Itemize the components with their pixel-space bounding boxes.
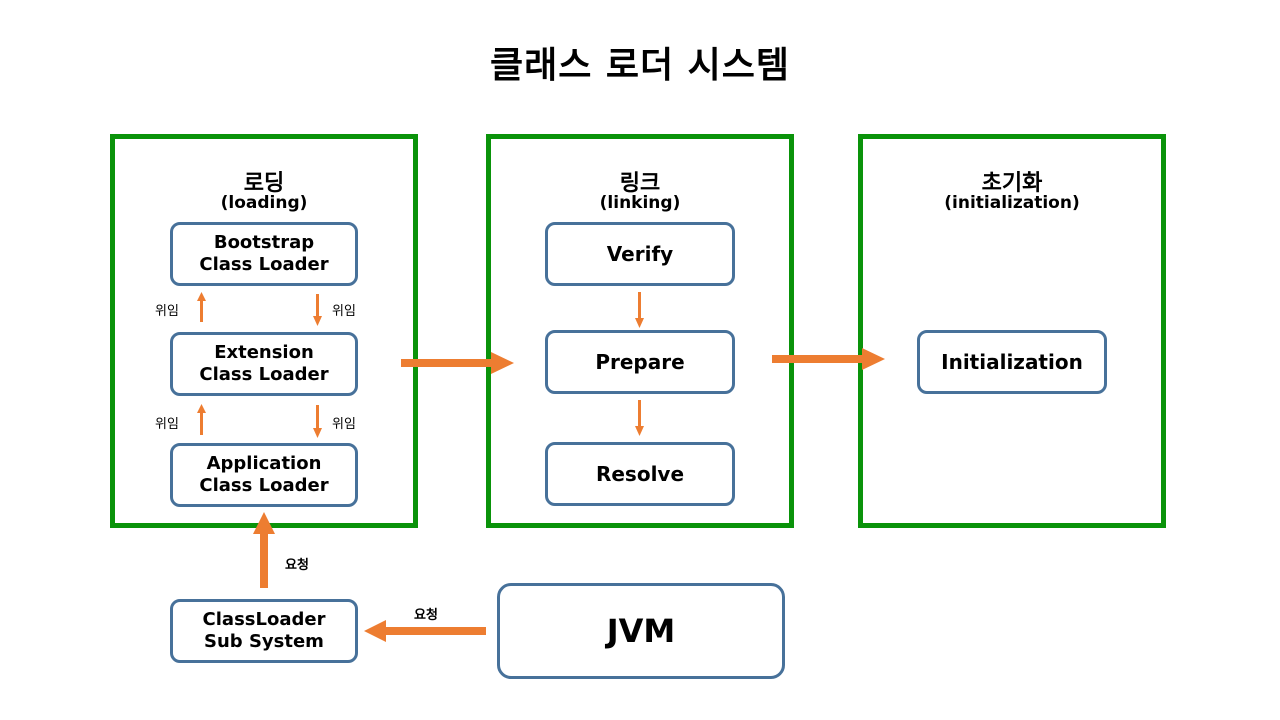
delegate-label-down-2: 위임 xyxy=(332,417,356,432)
bootstrap-class-loader-line1: Bootstrap xyxy=(213,232,315,253)
resolve-label: Resolve xyxy=(595,462,685,486)
arrow-request-vertical xyxy=(253,512,275,588)
arrow-verify-to-prepare xyxy=(635,292,644,328)
request-label-vertical: 요청 xyxy=(285,558,309,573)
arrow-delegate-down-1 xyxy=(313,294,322,326)
extension-class-loader-line2: Class Loader xyxy=(199,364,329,385)
classloader-subsystem-box: ClassLoader Sub System xyxy=(170,599,358,663)
initialization-box: Initialization xyxy=(917,330,1107,394)
verify-box: Verify xyxy=(545,222,735,286)
arrow-delegate-down-2 xyxy=(313,405,322,438)
application-class-loader-line1: Application xyxy=(206,453,322,474)
diagram-title: 클래스 로더 시스템 xyxy=(489,45,791,86)
application-class-loader-line2: Class Loader xyxy=(199,475,329,496)
delegate-label-up-2: 위임 xyxy=(155,417,179,432)
bootstrap-class-loader-line2: Class Loader xyxy=(199,254,329,275)
loading-stage: 로딩 (loading) xyxy=(110,134,418,528)
loading-stage-subtitle: (loading) xyxy=(220,193,308,213)
verify-label: Verify xyxy=(606,242,674,266)
resolve-box: Resolve xyxy=(545,442,735,506)
request-label-horizontal: 요청 xyxy=(414,608,438,623)
application-class-loader-box: Application Class Loader xyxy=(170,443,358,507)
initialization-stage-subtitle: (initialization) xyxy=(944,193,1080,213)
jvm-label: JVM xyxy=(606,612,676,650)
loading-stage-title: 로딩 xyxy=(243,171,285,196)
prepare-label: Prepare xyxy=(595,350,685,374)
classloader-subsystem-line1: ClassLoader xyxy=(202,609,326,630)
prepare-box: Prepare xyxy=(545,330,735,394)
jvm-box: JVM xyxy=(497,583,785,679)
extension-class-loader-line1: Extension xyxy=(214,342,314,363)
initialization-label: Initialization xyxy=(941,350,1083,374)
arrow-delegate-up-1 xyxy=(197,292,206,322)
arrow-request-horizontal xyxy=(364,620,486,642)
delegate-label-down-1: 위임 xyxy=(332,304,356,319)
extension-class-loader-box: Extension Class Loader xyxy=(170,332,358,396)
arrow-delegate-up-2 xyxy=(197,404,206,435)
initialization-stage-title: 초기화 xyxy=(981,171,1043,196)
bootstrap-class-loader-box: Bootstrap Class Loader xyxy=(170,222,358,286)
delegate-label-up-1: 위임 xyxy=(155,304,179,319)
linking-stage-title: 링크 xyxy=(619,171,661,196)
arrow-loading-to-linking xyxy=(401,352,514,374)
linking-stage-subtitle: (linking) xyxy=(599,193,681,213)
arrow-prepare-to-resolve xyxy=(635,400,644,436)
arrow-linking-to-initialization xyxy=(772,348,885,370)
classloader-subsystem-line2: Sub System xyxy=(204,631,324,652)
